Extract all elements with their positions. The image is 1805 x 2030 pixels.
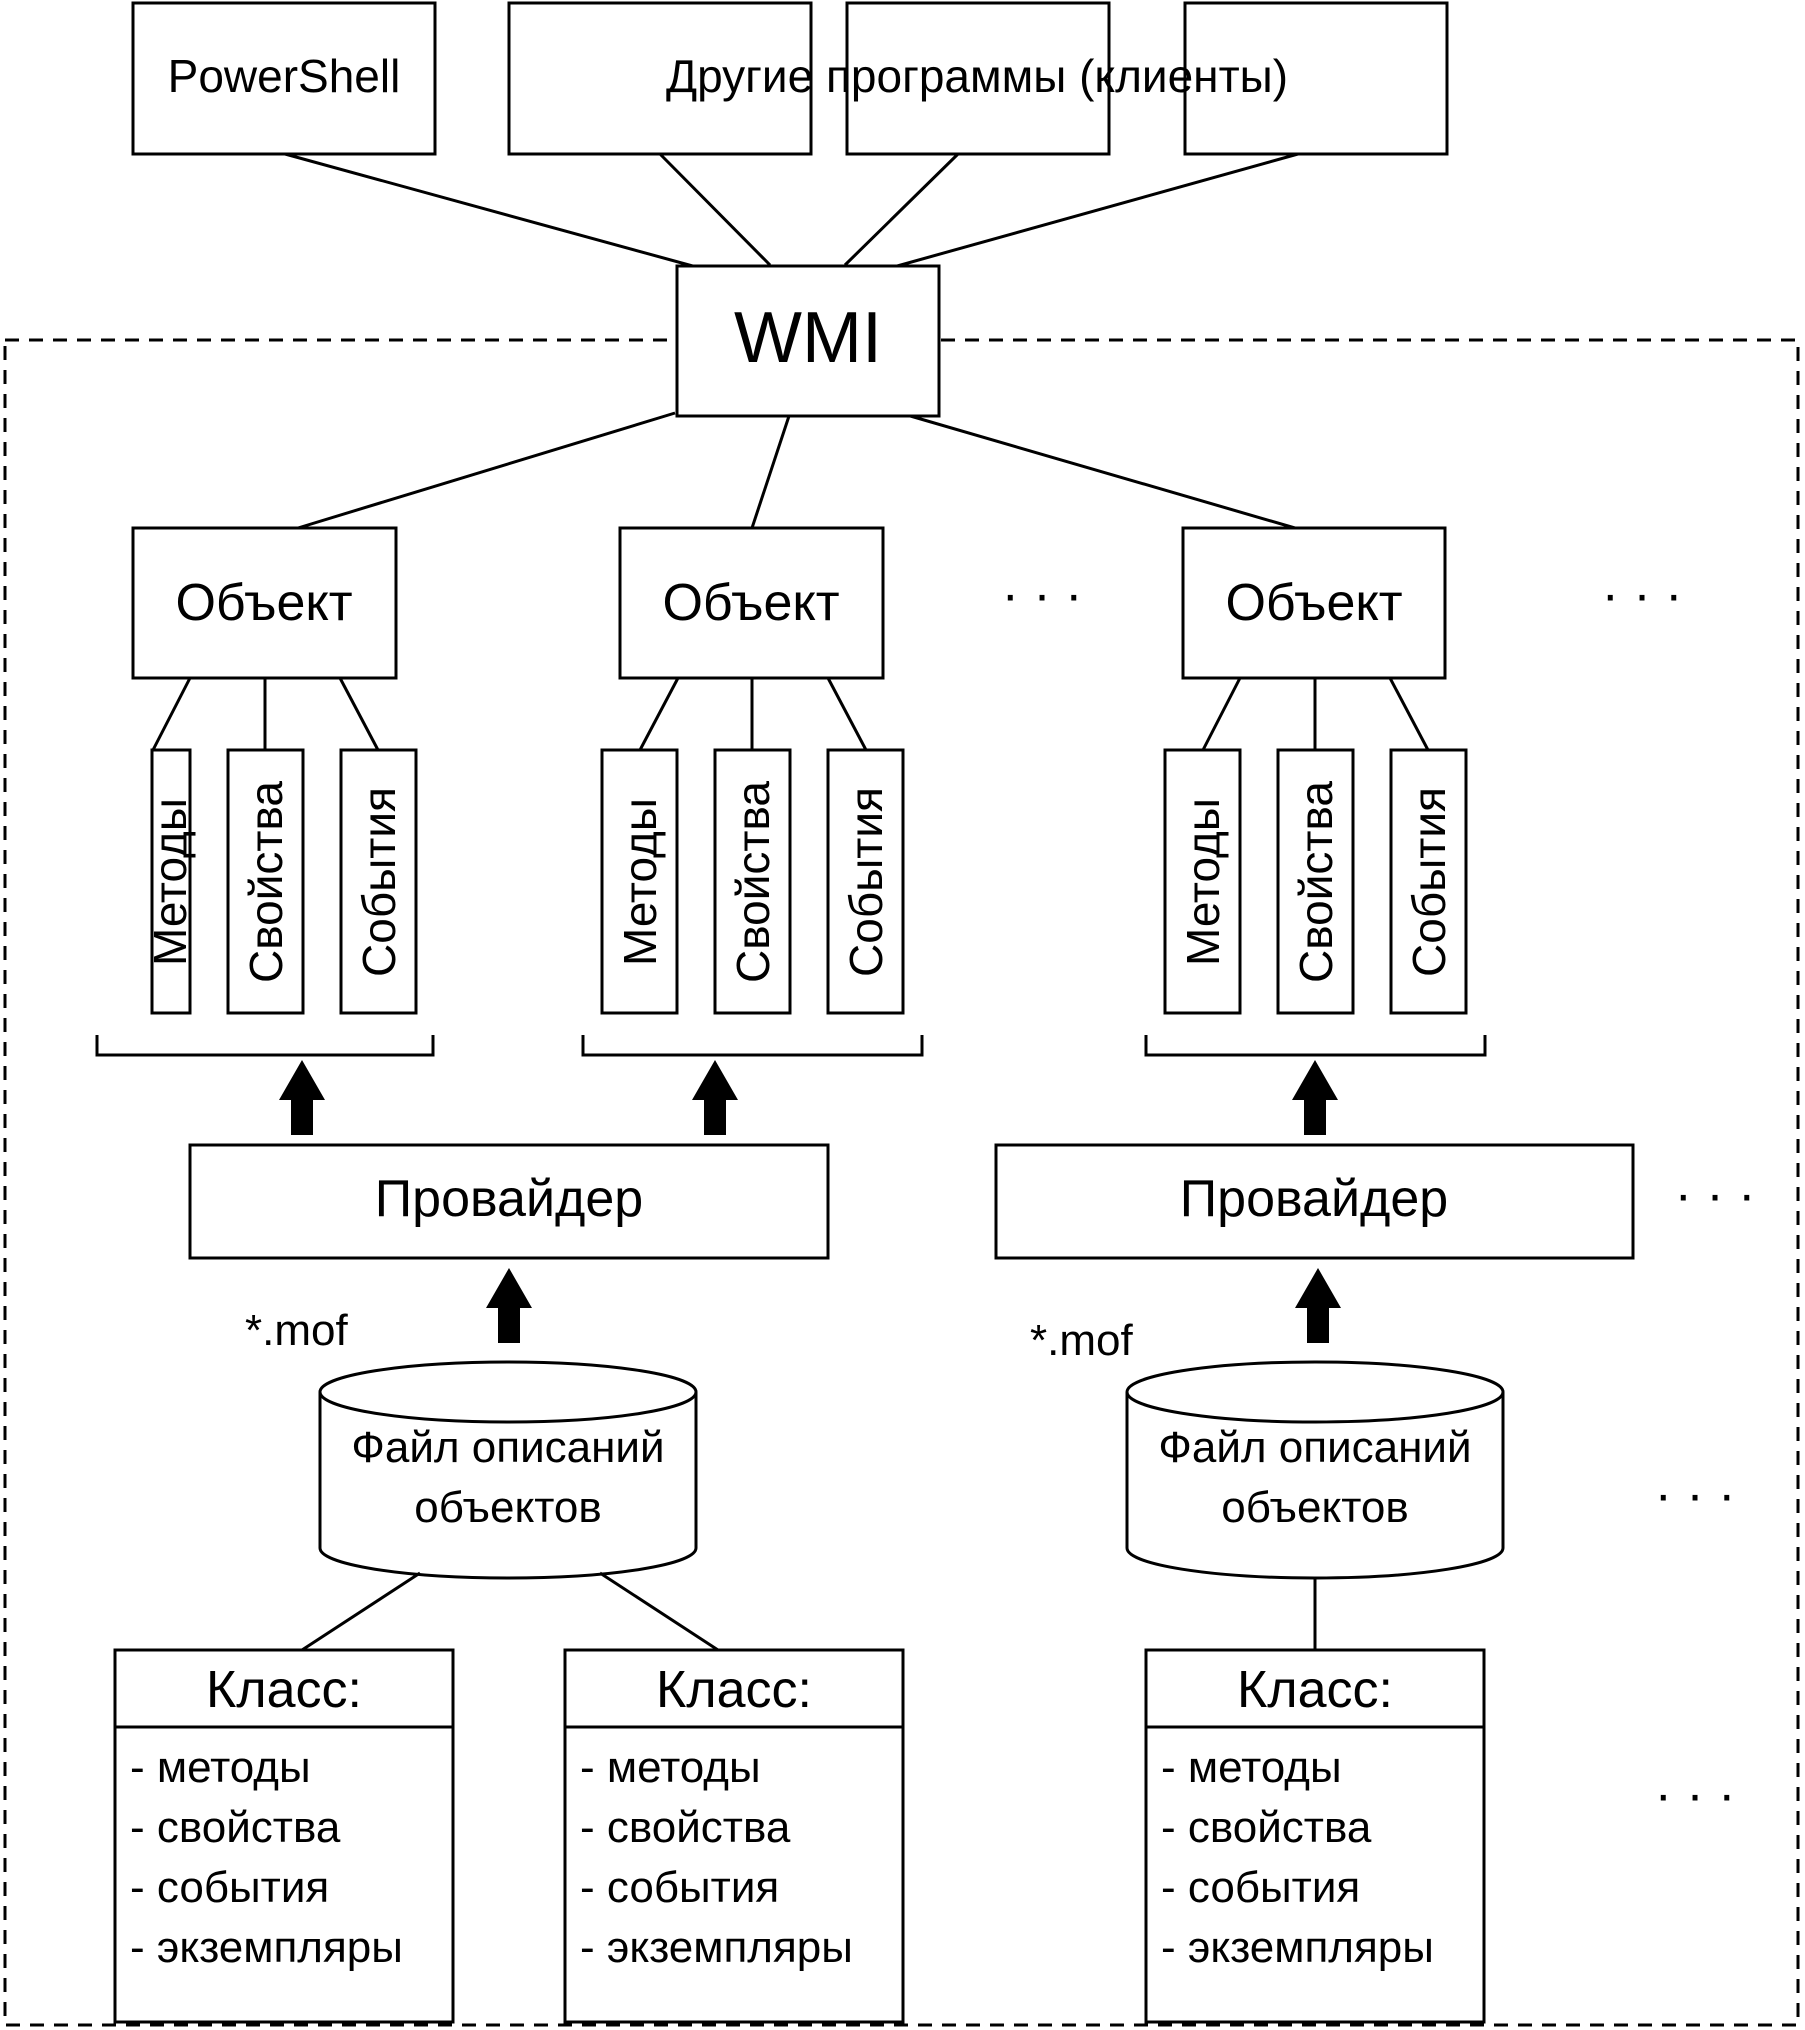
bracket (95, 1035, 435, 1057)
object-group-3: Объект Методы Свойства События (1144, 526, 1487, 1135)
wmi-label: WMI (734, 298, 882, 378)
events-label: События (1403, 787, 1455, 977)
object-connectors (297, 411, 1296, 530)
methods-label: Методы (144, 798, 196, 966)
other-client-box-2 (845, 1, 1111, 156)
mof-label-line1: Файл описаний (1158, 1423, 1471, 1472)
object-box (131, 526, 398, 680)
class-item: - экземпляры (1161, 1923, 1434, 1972)
events-label: События (840, 787, 892, 977)
class-item: - события (580, 1863, 779, 1912)
arrow-up-icon (1292, 1060, 1338, 1135)
class-frame (113, 1648, 455, 2024)
properties-label: Свойства (240, 781, 292, 983)
class-box-3: Класс: - методы - свойства - события - э… (1144, 1648, 1486, 2024)
object-label: Объект (1225, 574, 1402, 632)
class-item: - экземпляры (130, 1923, 403, 1972)
class-item: - события (130, 1863, 329, 1912)
other-programs-label: Другие программы (клиенты) (666, 50, 1288, 102)
class-title: Класс: (1237, 1661, 1393, 1719)
cylinder-top (318, 1360, 698, 1424)
mof-extension-label: *.mof (1030, 1316, 1133, 1365)
events-label: События (353, 787, 405, 977)
class-item: - свойства (1161, 1803, 1372, 1852)
ellipsis-mof: · · · (1655, 1466, 1736, 1524)
class-item: - методы (1161, 1743, 1342, 1792)
class-frame (1144, 1648, 1486, 2024)
arrow-up-icon (486, 1268, 532, 1343)
mof-label-line1: Файл описаний (351, 1423, 664, 1472)
client-connectors (284, 152, 1299, 270)
properties-box (1276, 748, 1355, 1015)
class-item: - методы (580, 1743, 761, 1792)
class-title: Класс: (656, 1661, 812, 1719)
methods-label: Методы (614, 798, 666, 966)
class-item: - методы (130, 1743, 311, 1792)
powershell-label: PowerShell (168, 50, 401, 102)
wmi-box (675, 264, 941, 418)
properties-box (713, 748, 792, 1015)
mof-file-1: *.mof Файл описаний объектов (245, 1306, 698, 1580)
methods-box (150, 748, 192, 1015)
class-box-2: Класс: - методы - свойства - события - э… (563, 1648, 905, 2024)
properties-label: Свойства (727, 781, 779, 983)
other-client-box-3 (1183, 1, 1449, 156)
events-box (1389, 748, 1468, 1015)
provider-box-2 (994, 1143, 1635, 1260)
class-item: - свойства (580, 1803, 791, 1852)
bracket (1144, 1035, 1487, 1057)
mof-label-line2: объектов (1221, 1483, 1408, 1532)
class-item: - свойства (130, 1803, 341, 1852)
methods-box (1163, 748, 1242, 1015)
class-box-1: Класс: - методы - свойства - события - э… (113, 1648, 455, 2024)
cylinder-top (1125, 1360, 1505, 1424)
object-group-1: Объект Методы Свойства События (95, 526, 435, 1135)
class-connectors (301, 1571, 1317, 1652)
other-client-box-1 (507, 1, 813, 156)
properties-box (226, 748, 305, 1015)
events-box (826, 748, 905, 1015)
methods-label: Методы (1177, 798, 1229, 966)
object-label: Объект (175, 574, 352, 632)
provider-label-2: Провайдер (1180, 1170, 1448, 1228)
class-frame (563, 1648, 905, 2024)
bracket (581, 1035, 924, 1057)
powershell-box (131, 1, 437, 156)
arrow-up-icon (692, 1060, 738, 1135)
arrow-up-icon (279, 1060, 325, 1135)
cylinder-body (318, 1392, 698, 1580)
ellipsis-providers: · · · (1675, 1166, 1756, 1224)
class-item: - экземпляры (580, 1923, 853, 1972)
object-box (1181, 526, 1447, 680)
ellipsis-objects-1: · · · (1002, 566, 1083, 624)
object-label: Объект (662, 574, 839, 632)
arrow-up-icon (1295, 1268, 1341, 1343)
provider-label-1: Провайдер (375, 1170, 643, 1228)
events-box (339, 748, 418, 1015)
mof-label-line2: объектов (414, 1483, 601, 1532)
properties-label: Свойства (1290, 781, 1342, 983)
methods-box (600, 748, 679, 1015)
class-title: Класс: (206, 1661, 362, 1719)
provider-box-1 (188, 1143, 830, 1260)
class-item: - события (1161, 1863, 1360, 1912)
ellipsis-objects-2: · · · (1602, 566, 1683, 624)
mof-extension-label: *.mof (245, 1306, 348, 1355)
ellipsis-classes: · · · (1655, 1766, 1736, 1824)
object-box (618, 526, 885, 680)
object-group-2: Объект Методы Свойства События (581, 526, 924, 1135)
mof-file-2: *.mof Файл описаний объектов (1030, 1316, 1505, 1580)
